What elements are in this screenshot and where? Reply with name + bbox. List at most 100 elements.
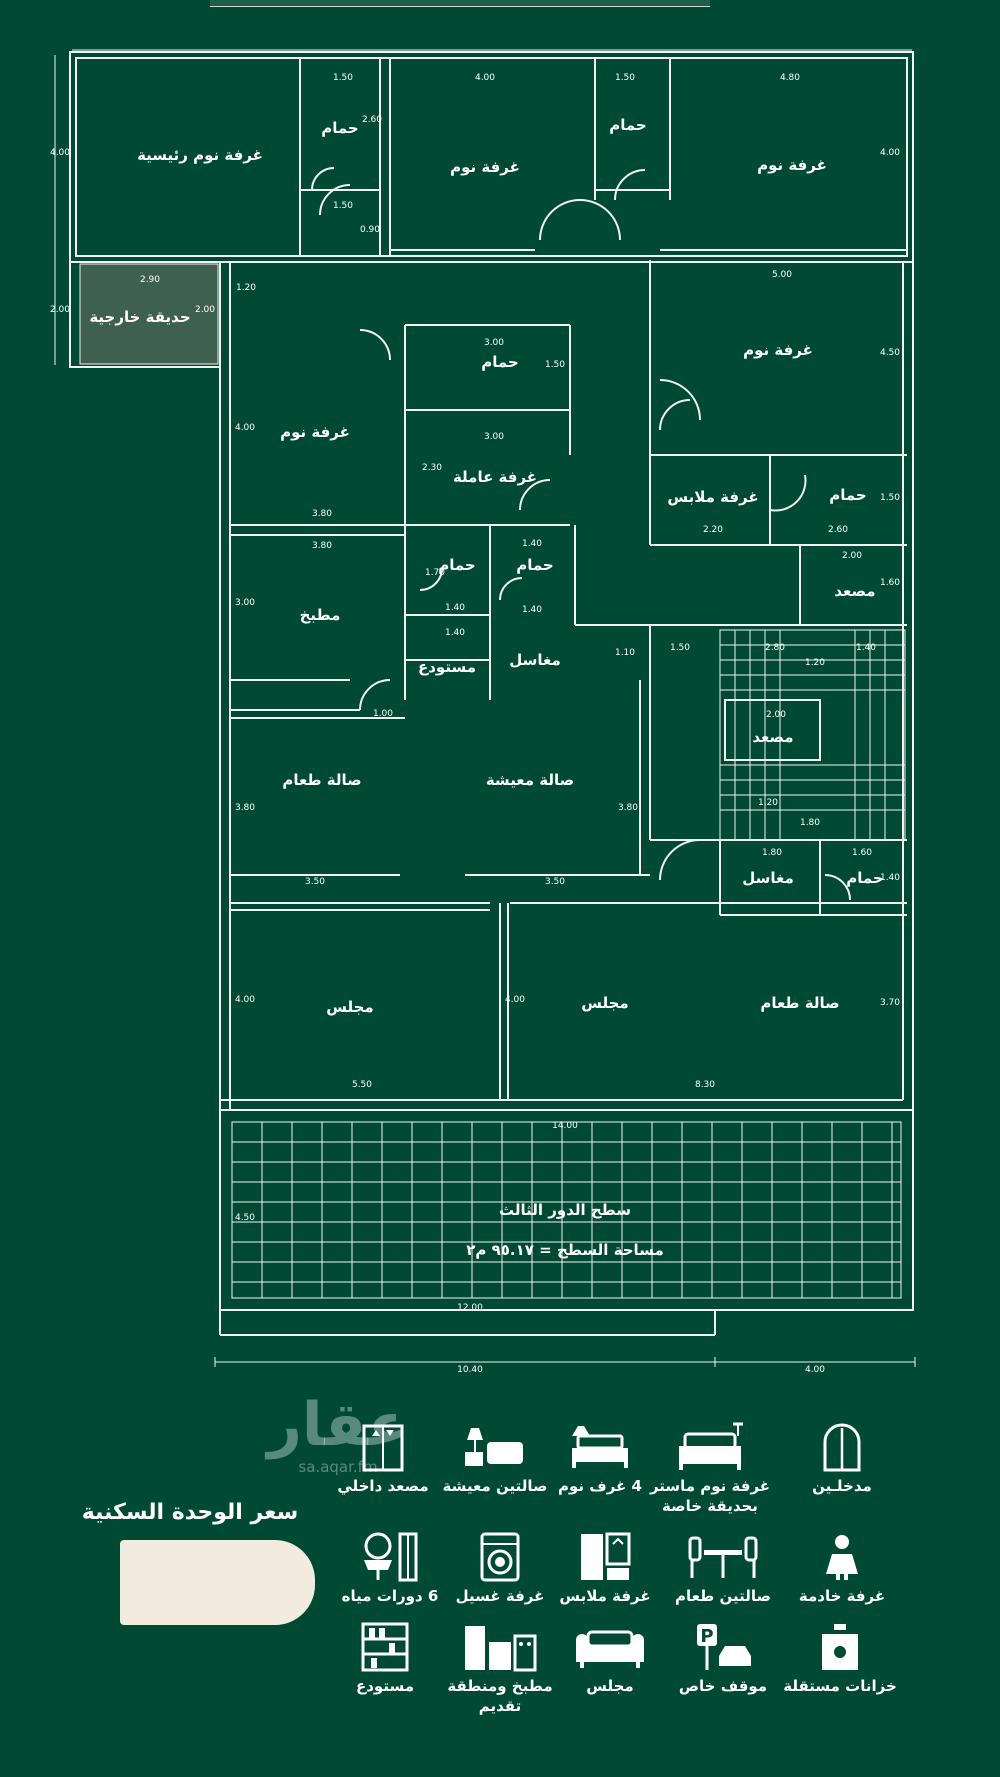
dim-label: 1.50 <box>545 360 565 370</box>
garden-hatch <box>79 263 219 365</box>
dim-label: 2.90 <box>140 275 160 285</box>
dim-label: 1.60 <box>852 848 872 858</box>
room-dining-2: صالة طعام <box>760 994 839 1012</box>
dim-label: 1.50 <box>880 493 900 503</box>
dim-label: 1.80 <box>800 818 820 828</box>
room-majlis-2: مجلس <box>581 994 628 1012</box>
dim-label: 3.80 <box>312 541 332 551</box>
dim-label: 4.50 <box>880 348 900 358</box>
dim-label: 1.40 <box>445 603 465 613</box>
room-maid: غرفة عاملة <box>453 468 537 486</box>
dim-label: 3.00 <box>484 432 504 442</box>
dim-label: 5.50 <box>352 1080 372 1090</box>
elevator-icon <box>362 1424 404 1472</box>
dim-label: 1.60 <box>880 578 900 588</box>
dim-label: 1.40 <box>522 539 542 549</box>
dim-label: 3.50 <box>305 877 325 887</box>
lower-walls <box>230 625 907 1100</box>
feature-dressing-room: غرفة ملابس <box>550 1532 660 1606</box>
dim-label: 4.00 <box>805 1365 825 1375</box>
wardrobe-icon <box>581 1532 631 1580</box>
dim-label: 4.50 <box>235 1213 255 1223</box>
washbasin-icon <box>364 1532 418 1582</box>
dim-label: 4.80 <box>780 73 800 83</box>
dim-label: 8.30 <box>695 1080 715 1090</box>
feature-water-tanks: خزانات مستقلة <box>775 1622 905 1696</box>
bed-icon <box>572 1426 628 1468</box>
feature-living-rooms: صالتين معيشة <box>435 1422 555 1496</box>
feature-majlis: مجلس <box>545 1622 675 1696</box>
room-bedroom-4: غرفة نوم <box>743 341 813 359</box>
feature-storage: مستودع <box>325 1622 445 1696</box>
dimension-lines <box>54 49 916 1367</box>
room-bath-5: حمام <box>438 556 476 574</box>
dim-label: 4.00 <box>235 423 255 433</box>
room-bath-1: حمام <box>321 119 359 137</box>
dim-label: 1.20 <box>758 798 778 808</box>
room-elevator-2: مصعد <box>752 728 793 746</box>
feature-laundry-room: غرفة غسيل <box>445 1532 555 1606</box>
svg-text:P: P <box>700 1626 713 1647</box>
dim-label: 1.50 <box>333 201 353 211</box>
dim-label: 1.50 <box>615 73 635 83</box>
dim-label: 1.40 <box>880 873 900 883</box>
stairs <box>719 629 906 841</box>
dim-label: 2.80 <box>765 643 785 653</box>
door-icon <box>823 1423 861 1472</box>
dining-table-icon <box>688 1536 758 1578</box>
room-living: صالة معيشة <box>486 771 574 789</box>
double-bed-icon <box>679 1422 743 1470</box>
dim-label: 2.20 <box>703 525 723 535</box>
feature-entrances: مدخلـين <box>777 1422 907 1496</box>
aqar-watermark: عقار sa.aqar.fm <box>248 1392 428 1476</box>
room-bath-6: حمام <box>516 556 554 574</box>
dim-label: 5.00 <box>772 270 792 280</box>
room-sinks-1: مغاسل <box>509 651 561 669</box>
feature-master-bedroom: غرفة نوم ماستر بحديقة خاصة <box>645 1422 775 1516</box>
dim-label: 1.80 <box>762 848 782 858</box>
dim-label: 4.00 <box>880 148 900 158</box>
parking-icon: P <box>697 1624 751 1670</box>
room-sinks-2: مغاسل <box>742 869 794 887</box>
dim-label: 1.40 <box>522 605 542 615</box>
dim-label: 4.00 <box>235 995 255 1005</box>
dim-label: 1.70 <box>425 568 445 578</box>
maid-icon <box>826 1535 858 1580</box>
top-row-walls <box>220 58 907 263</box>
dim-label: 1.20 <box>805 658 825 668</box>
room-bedroom-3: غرفة نوم <box>280 423 350 441</box>
dim-label: 14.00 <box>552 1121 578 1131</box>
feature-bathrooms: 6 دورات مياه <box>335 1532 445 1606</box>
dim-label: 2.60 <box>362 115 382 125</box>
roof-label: سطح الدور الثالث <box>499 1201 631 1219</box>
logo-name: عقار <box>267 1390 409 1460</box>
room-labels: غرفة نوم رئيسية حمام غرفة نوم حمام غرفة … <box>89 116 883 1259</box>
sofa-lamp-icon <box>465 1428 523 1466</box>
feature-elevator: مصعد داخلي <box>328 1422 438 1496</box>
dim-label: 3.00 <box>235 598 255 608</box>
dim-label: 3.80 <box>235 803 255 813</box>
feature-dining-rooms: صالتين طعام <box>663 1532 783 1606</box>
dim-label: 3.70 <box>880 998 900 1008</box>
dim-label: 1.50 <box>333 73 353 83</box>
price-title: سعر الوحدة السكنية <box>81 1500 299 1525</box>
dim-label: 3.80 <box>618 803 638 813</box>
roof-area-label: مساحة السطح = ٩٥.١٧ م٢ <box>466 1241 664 1259</box>
dim-label: 10.40 <box>457 1365 483 1375</box>
dim-label: 2.00 <box>842 551 862 561</box>
dim-label: 3.80 <box>312 509 332 519</box>
outer-walls <box>69 51 914 1111</box>
dim-label: 1.10 <box>615 648 635 658</box>
dim-label: 1.40 <box>445 628 465 638</box>
room-majlis-1: مجلس <box>326 998 373 1016</box>
floor-plan: غرفة نوم رئيسية حمام غرفة نوم حمام غرفة … <box>50 49 916 1375</box>
dim-label: 12.00 <box>457 1303 483 1313</box>
dim-label: 1.00 <box>373 709 393 719</box>
roof-grid <box>219 1109 914 1336</box>
room-bedroom-2: غرفة نوم <box>757 156 827 174</box>
dim-label: 1.50 <box>670 643 690 653</box>
dim-label: 2.00 <box>195 305 215 315</box>
feature-parking: P موقف خاص <box>663 1622 783 1696</box>
shelves-icon <box>361 1622 409 1672</box>
dim-label: 2.00 <box>50 305 70 315</box>
